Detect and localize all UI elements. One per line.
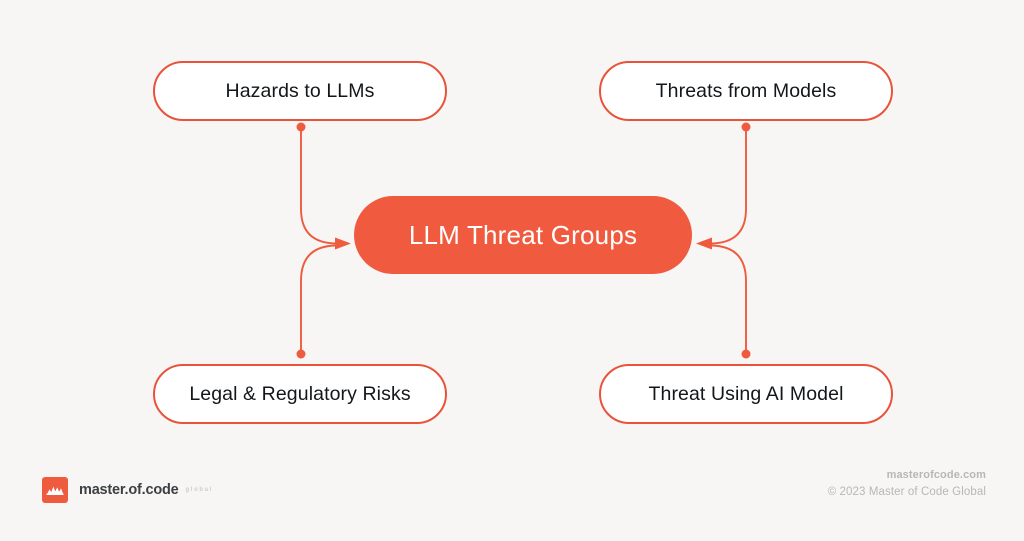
connector-dot xyxy=(741,122,751,132)
connector-legal-to-center xyxy=(296,244,337,359)
brand-global-suffix: global xyxy=(185,487,213,493)
node-label: Threat Using AI Model xyxy=(648,382,844,405)
node-label: Threats from Models xyxy=(655,79,837,102)
node-legal-regulatory-risks[interactable]: Legal & Regulatory Risks xyxy=(153,364,447,424)
connector-threats-from-to-center xyxy=(696,122,751,250)
connector-path xyxy=(300,244,337,353)
node-llm-threat-groups[interactable]: LLM Threat Groups xyxy=(354,196,692,274)
node-label: Hazards to LLMs xyxy=(225,79,375,102)
connector-path xyxy=(710,244,747,353)
connector-dot xyxy=(741,349,751,359)
footer: master.of.code global masterofcode.com ©… xyxy=(0,463,1024,541)
node-hazards-to-llms[interactable]: Hazards to LLMs xyxy=(153,61,447,121)
connector-threat-using-to-center xyxy=(710,244,751,359)
node-label: Legal & Regulatory Risks xyxy=(189,382,411,405)
brand-wordmark: master.of.code xyxy=(79,482,179,498)
brand-lockup[interactable]: master.of.code global xyxy=(42,477,213,503)
footer-meta: masterofcode.com © 2023 Master of Code G… xyxy=(828,469,986,498)
center-node-label: LLM Threat Groups xyxy=(408,219,638,250)
connector-dot xyxy=(296,349,306,359)
connector-path xyxy=(300,128,337,245)
footer-website[interactable]: masterofcode.com xyxy=(886,469,986,481)
footer-copyright: © 2023 Master of Code Global xyxy=(827,486,986,498)
mountain-logo-icon xyxy=(42,477,68,503)
node-threat-using-ai-model[interactable]: Threat Using AI Model xyxy=(599,364,893,424)
connector-dot xyxy=(296,122,306,132)
connector-hazards-to-center xyxy=(296,122,351,250)
node-threats-from-models[interactable]: Threats from Models xyxy=(599,61,893,121)
arrowhead-icon xyxy=(696,237,712,250)
arrowhead-icon xyxy=(335,237,351,250)
connector-path xyxy=(710,128,747,245)
